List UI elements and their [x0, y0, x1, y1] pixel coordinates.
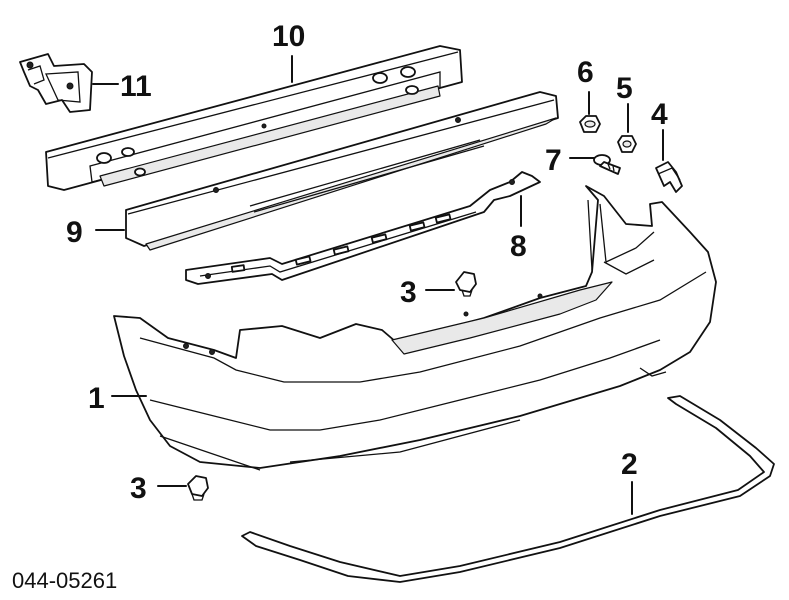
callout-6: 6 [577, 56, 594, 89]
part-1-bumper-cover [113, 185, 717, 471]
callout-1: 1 [88, 382, 105, 415]
callout-3-lower: 3 [130, 472, 147, 505]
part-10-reinforcement [45, 45, 463, 191]
part-8-retainer [185, 171, 541, 285]
part-3-clip-lower [187, 475, 209, 501]
part-9-absorber [125, 91, 559, 251]
callout-7: 7 [545, 144, 562, 177]
callout-3-upper: 3 [400, 276, 417, 309]
part-4-clip [655, 161, 683, 193]
part-11-bracket [19, 53, 93, 113]
callout-4: 4 [651, 98, 668, 131]
diagram-code: 044-05261 [12, 568, 117, 593]
callout-10: 10 [272, 20, 305, 53]
callout-11: 11 [120, 70, 152, 103]
callout-5: 5 [616, 72, 633, 105]
part-3-clip-upper [455, 271, 477, 297]
part-5-washer [617, 135, 637, 153]
part-7-screw [593, 154, 621, 175]
callout-9: 9 [66, 216, 83, 249]
part-2-moulding [241, 395, 775, 583]
part-6-nut [579, 115, 601, 133]
callout-2: 2 [621, 448, 638, 481]
callout-8: 8 [510, 230, 527, 263]
